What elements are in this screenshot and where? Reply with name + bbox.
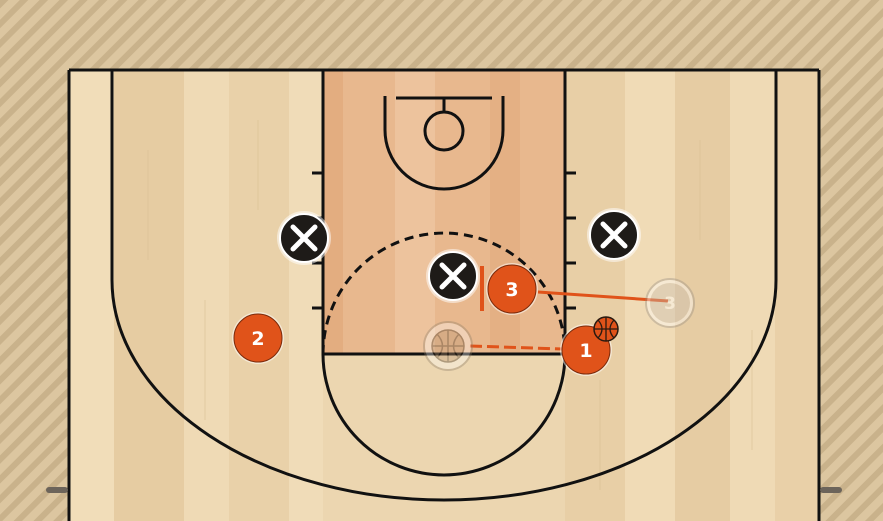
- dribble-line: [469, 344, 564, 351]
- right-sideline-tick: [820, 487, 842, 493]
- player-3-label: 3: [505, 279, 518, 301]
- free-throw-circle-top: [321, 231, 567, 355]
- defender-left-wing: [277, 211, 331, 265]
- player-3-start-label: 3: [664, 294, 676, 314]
- player-3-start-marker: 3: [645, 278, 695, 328]
- basketball-icon: [593, 316, 619, 342]
- lane-lines: [321, 68, 567, 356]
- court-lines: [67, 68, 821, 521]
- player-2: 2: [232, 312, 284, 364]
- cut-line: [537, 290, 669, 303]
- player-1-label: 1: [579, 340, 592, 362]
- player-3: 3: [486, 263, 538, 315]
- defender-right-wing: [587, 208, 641, 262]
- three-point-line: [110, 70, 778, 502]
- rim: [423, 110, 465, 152]
- left-sideline-tick: [46, 487, 68, 493]
- restricted-area: [383, 96, 505, 191]
- player-2-label: 2: [251, 328, 264, 350]
- defender-lane: [426, 249, 480, 303]
- free-throw-circle-bottom: [321, 353, 567, 477]
- basketball-ghost-icon: [423, 321, 473, 371]
